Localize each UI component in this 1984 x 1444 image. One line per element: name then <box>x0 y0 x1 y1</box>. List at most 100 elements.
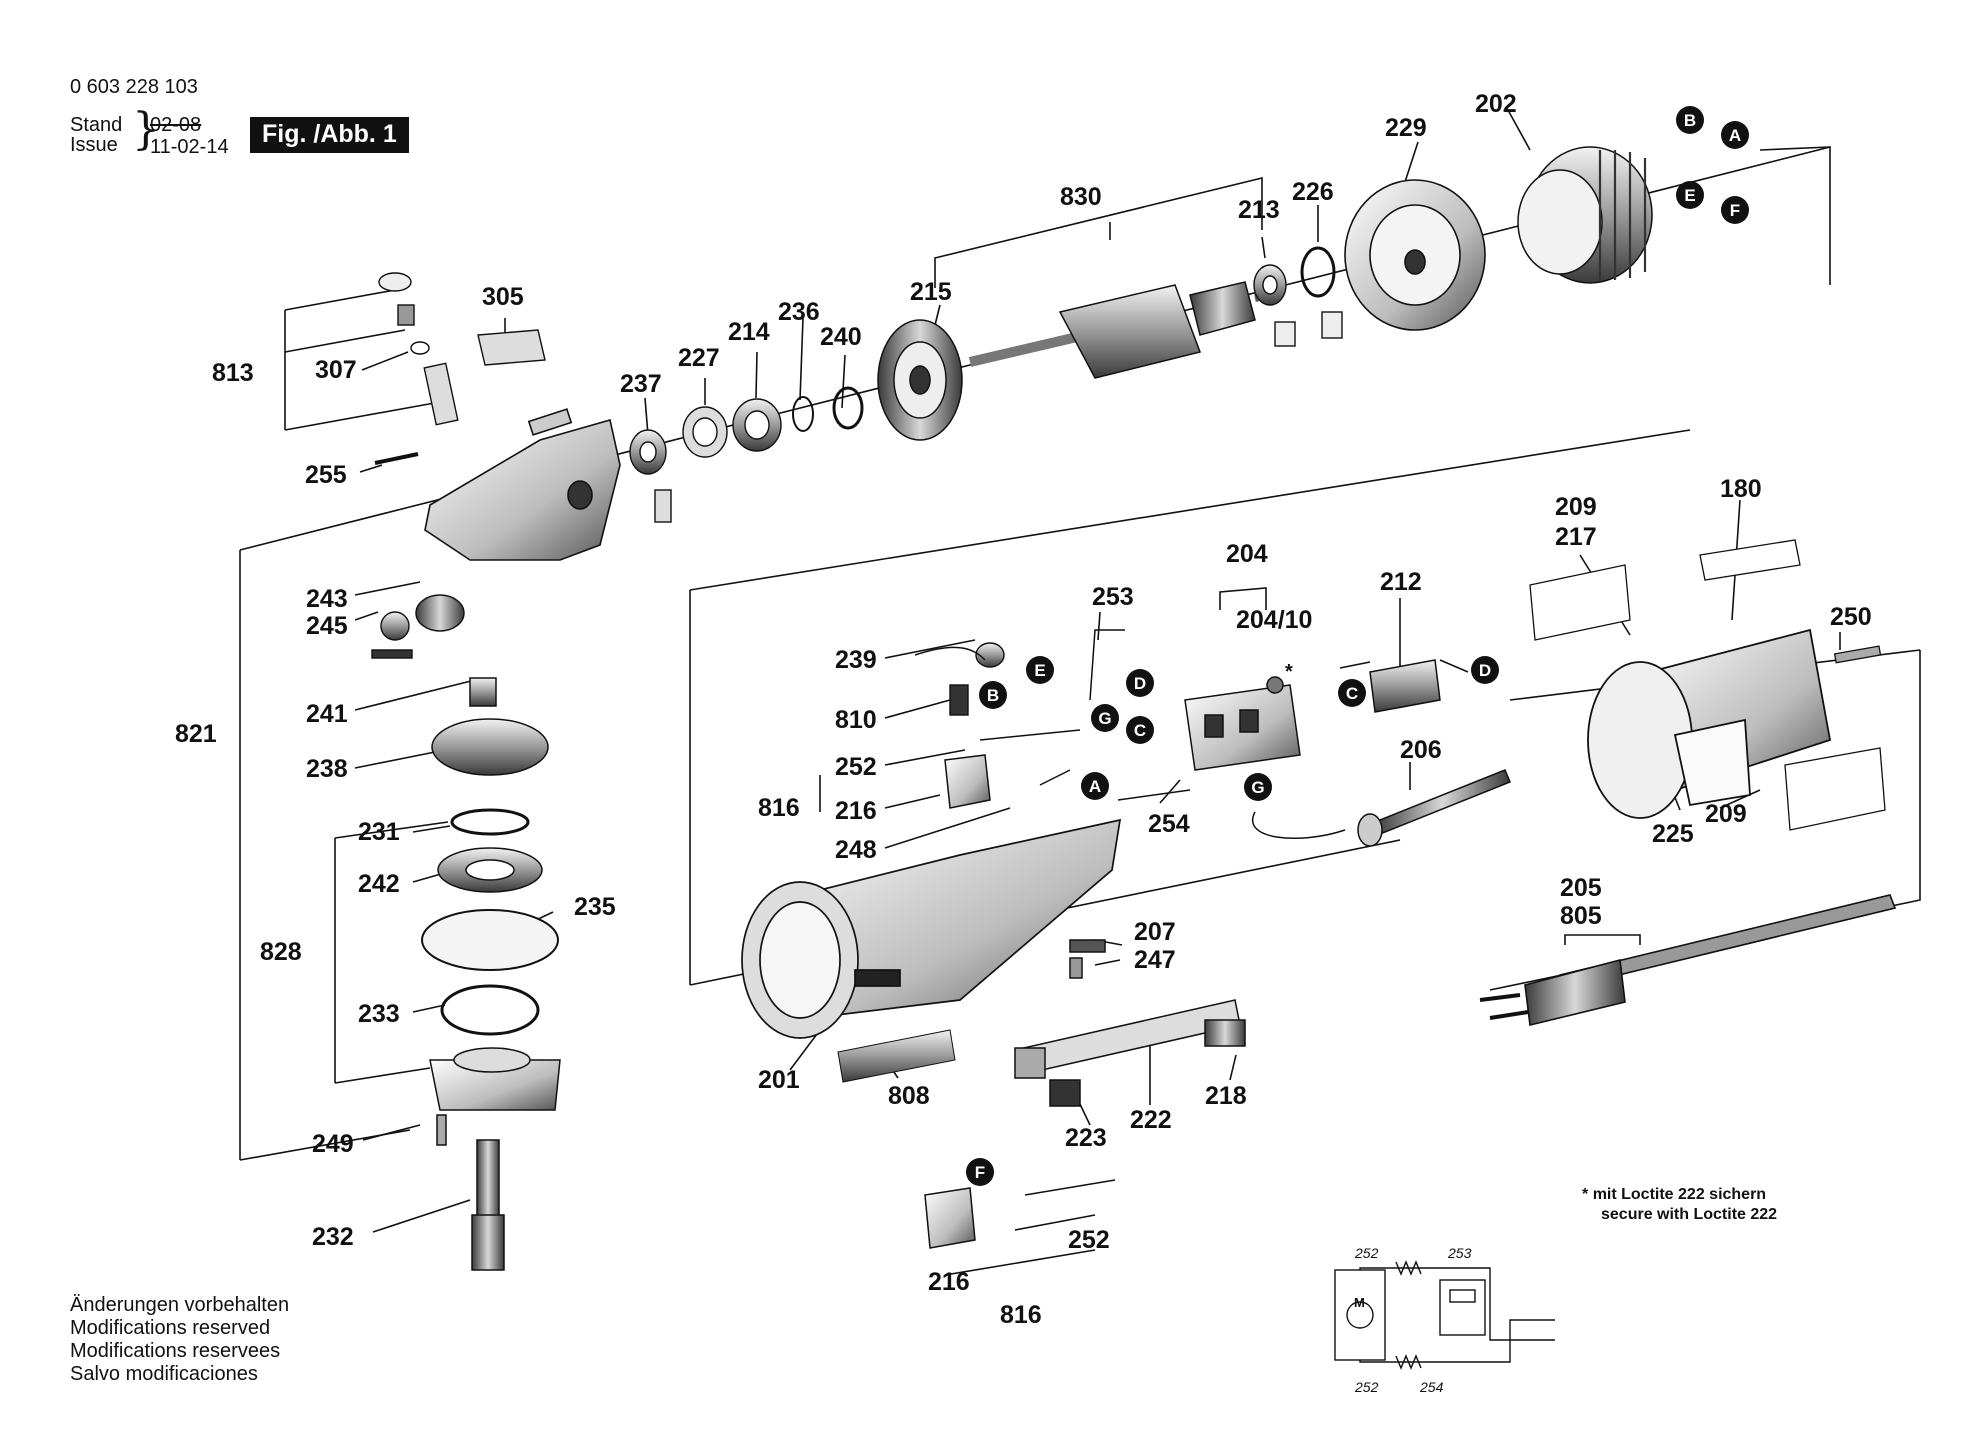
spindle-stack <box>421 677 561 1271</box>
pushbutton-parts <box>374 272 546 465</box>
svg-text:E: E <box>1684 186 1695 205</box>
lower-label-252: 252 <box>1068 1226 1110 1254</box>
bearings-upper <box>629 246 1343 523</box>
part-label-830: 830 <box>1060 183 1102 211</box>
part-label-816: 816 <box>758 794 800 822</box>
part-label-813: 813 <box>212 359 254 387</box>
svg-text:F: F <box>975 1163 985 1182</box>
date-new: 11-02-14 <box>150 136 229 158</box>
part-label-202: 202 <box>1475 90 1517 118</box>
part-label-253: 253 <box>1092 583 1134 611</box>
marker-g-mid: G <box>1091 704 1119 732</box>
svg-text:D: D <box>1134 674 1146 693</box>
carbon-brush-810 <box>949 642 1005 716</box>
part-label-216: 216 <box>835 797 877 825</box>
part-label-204-10: 204/10 <box>1236 606 1312 634</box>
name-plates-209-180 <box>1529 539 1886 831</box>
lower-label-816: 816 <box>1000 1301 1042 1329</box>
bearing-flange-229 <box>1344 179 1486 331</box>
svg-text:C: C <box>1134 721 1146 740</box>
loctite-star-marker: * <box>1285 661 1293 683</box>
part-label-231: 231 <box>358 818 400 846</box>
wiring-schematic <box>1334 1260 1555 1370</box>
issue-label: Issue <box>70 134 118 156</box>
svg-text:E: E <box>1034 661 1045 680</box>
note-line-es: Salvo modificaciones <box>70 1363 258 1385</box>
housing-tube-225 <box>1587 628 1832 819</box>
spiral-gear-243-245 <box>371 594 465 659</box>
fan-gear-215 <box>877 319 963 441</box>
loctite-text-de: mit Loctite 222 sichern <box>1592 1186 1767 1203</box>
loctite-line-de: * mit Loctite 222 sichern <box>1582 1185 1777 1205</box>
marker-f-lower: F <box>966 1158 994 1186</box>
svg-text:G: G <box>1098 709 1111 728</box>
part-label-240: 240 <box>820 323 862 351</box>
part-label-242: 242 <box>358 870 400 898</box>
svg-text:D: D <box>1479 661 1491 680</box>
part-label-201: 201 <box>758 1066 800 1094</box>
part-label-213: 213 <box>1238 196 1280 224</box>
switch-assembly-204 <box>1184 676 1301 771</box>
svg-text:B: B <box>1684 111 1696 130</box>
part-label-247: 247 <box>1134 946 1176 974</box>
loctite-note: * mit Loctite 222 sichern secure with Lo… <box>1582 1185 1777 1225</box>
marker-e-upper: E <box>1676 181 1704 209</box>
svg-text:A: A <box>1729 126 1741 145</box>
part-label-232: 232 <box>312 1223 354 1251</box>
part-label-238: 238 <box>306 755 348 783</box>
lower-label-216: 216 <box>928 1268 970 1296</box>
part-label-305: 305 <box>482 283 524 311</box>
marker-a-upper: A <box>1721 121 1749 149</box>
brush-holder-216 <box>924 754 991 1249</box>
svg-text:A: A <box>1089 777 1101 796</box>
part-label-808: 808 <box>888 1082 930 1110</box>
gear-head-housing <box>424 408 621 561</box>
note-line-de: Änderungen vorbehalten <box>70 1294 290 1316</box>
motor-housing-201 <box>741 818 1122 1039</box>
svg-text:B: B <box>987 686 999 705</box>
label-808 <box>837 1029 956 1083</box>
part-label-225: 225 <box>1652 820 1694 848</box>
part-label-255: 255 <box>305 461 347 489</box>
field-coil-202 <box>1517 146 1653 284</box>
part-label-217: 217 <box>1555 523 1597 551</box>
part-label-241: 241 <box>306 700 348 728</box>
connector-markers: B A E F E B D G C A G C D F <box>966 106 1749 1186</box>
part-label-821: 821 <box>175 720 217 748</box>
loctite-star: * <box>1582 1186 1589 1203</box>
power-cord-205 <box>1479 894 1897 1026</box>
marker-b-upper: B <box>1676 106 1704 134</box>
part-label-250: 250 <box>1830 603 1872 631</box>
part-label-239: 239 <box>835 646 877 674</box>
loctite-line-en: secure with Loctite 222 <box>1601 1206 1778 1223</box>
part-label-214: 214 <box>728 318 770 346</box>
marker-g-lower: G <box>1244 773 1272 801</box>
part-label-212: 212 <box>1380 568 1422 596</box>
part-label-227: 227 <box>678 344 720 372</box>
wiring-labels: M 252 253 252 254 <box>1354 1245 1472 1395</box>
part-label-222: 222 <box>1130 1106 1172 1134</box>
brace-symbol: } <box>132 104 160 155</box>
wiring-label-254: 254 <box>1419 1379 1444 1395</box>
marker-c-cap: C <box>1338 679 1366 707</box>
part-label-209-top: 209 <box>1555 493 1597 521</box>
part-label-226: 226 <box>1292 178 1334 206</box>
part-label-252: 252 <box>835 753 877 781</box>
date-old: 02-08 <box>150 114 202 136</box>
wiring-label-252-bottom: 252 <box>1354 1379 1379 1395</box>
switch-rod-222 <box>1014 939 1246 1107</box>
marker-d-cap: D <box>1471 656 1499 684</box>
part-label-218: 218 <box>1205 1082 1247 1110</box>
wiring-label-252-top: 252 <box>1354 1245 1379 1261</box>
note-line-en: Modifications reserved <box>70 1317 271 1339</box>
marker-a-mid: A <box>1081 772 1109 800</box>
part-label-207: 207 <box>1134 918 1176 946</box>
part-label-235: 235 <box>574 893 616 921</box>
part-label-209-lower: 209 <box>1705 800 1747 828</box>
document-number: 0 603 228 103 <box>70 76 198 98</box>
marker-c-mid: C <box>1126 716 1154 744</box>
svg-text:C: C <box>1346 684 1358 703</box>
wires <box>914 629 1469 1196</box>
part-label-248: 248 <box>835 836 877 864</box>
part-label-249: 249 <box>312 1130 354 1158</box>
